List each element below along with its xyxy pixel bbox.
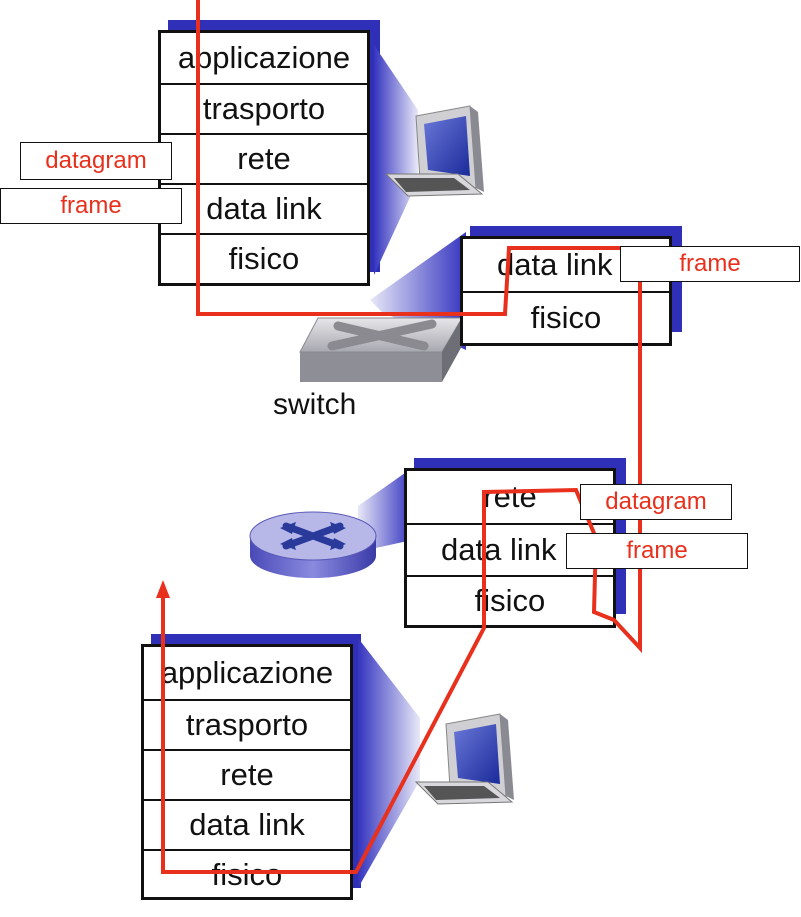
datagram-label: datagram bbox=[20, 142, 172, 180]
layer-fisico: fisico bbox=[161, 233, 367, 283]
frame-label: frame bbox=[0, 188, 182, 224]
layer-data-link: data link bbox=[407, 523, 613, 575]
layer-applicazione: applicazione bbox=[160, 655, 334, 690]
host-bottom-stack: applicazione trasporto rete data link fi… bbox=[141, 644, 353, 900]
arrowhead bbox=[156, 580, 170, 598]
layer-data-link: data link bbox=[144, 799, 350, 849]
router-icon bbox=[249, 511, 377, 578]
frame-label: frame bbox=[566, 533, 748, 569]
layer-fisico: fisico bbox=[463, 291, 669, 343]
host-top-stack: applicazione trasporto rete data link fi… bbox=[158, 30, 370, 286]
layer-trasporto: trasporto bbox=[161, 83, 367, 133]
datagram-label: datagram bbox=[580, 484, 732, 520]
layer-trasporto: trasporto bbox=[144, 699, 350, 749]
computer-icon bbox=[384, 105, 484, 197]
frame-label: frame bbox=[620, 246, 800, 282]
host-top-beam bbox=[374, 45, 418, 275]
layer-rete: rete bbox=[144, 749, 350, 799]
host-bottom-beam bbox=[358, 638, 420, 888]
switch-caption: switch bbox=[273, 388, 357, 421]
layer-fisico: fisico bbox=[407, 575, 613, 625]
layer-applicazione: applicazione bbox=[177, 40, 351, 75]
layer-rete: rete bbox=[483, 479, 537, 514]
switch-icon bbox=[299, 317, 463, 382]
layer-data-link: data link bbox=[161, 183, 367, 233]
computer-icon bbox=[414, 713, 514, 805]
layer-data-link: data link bbox=[497, 247, 613, 282]
layer-rete: rete bbox=[161, 133, 367, 183]
path-line bbox=[161, 0, 673, 874]
layer-fisico: fisico bbox=[144, 849, 350, 899]
